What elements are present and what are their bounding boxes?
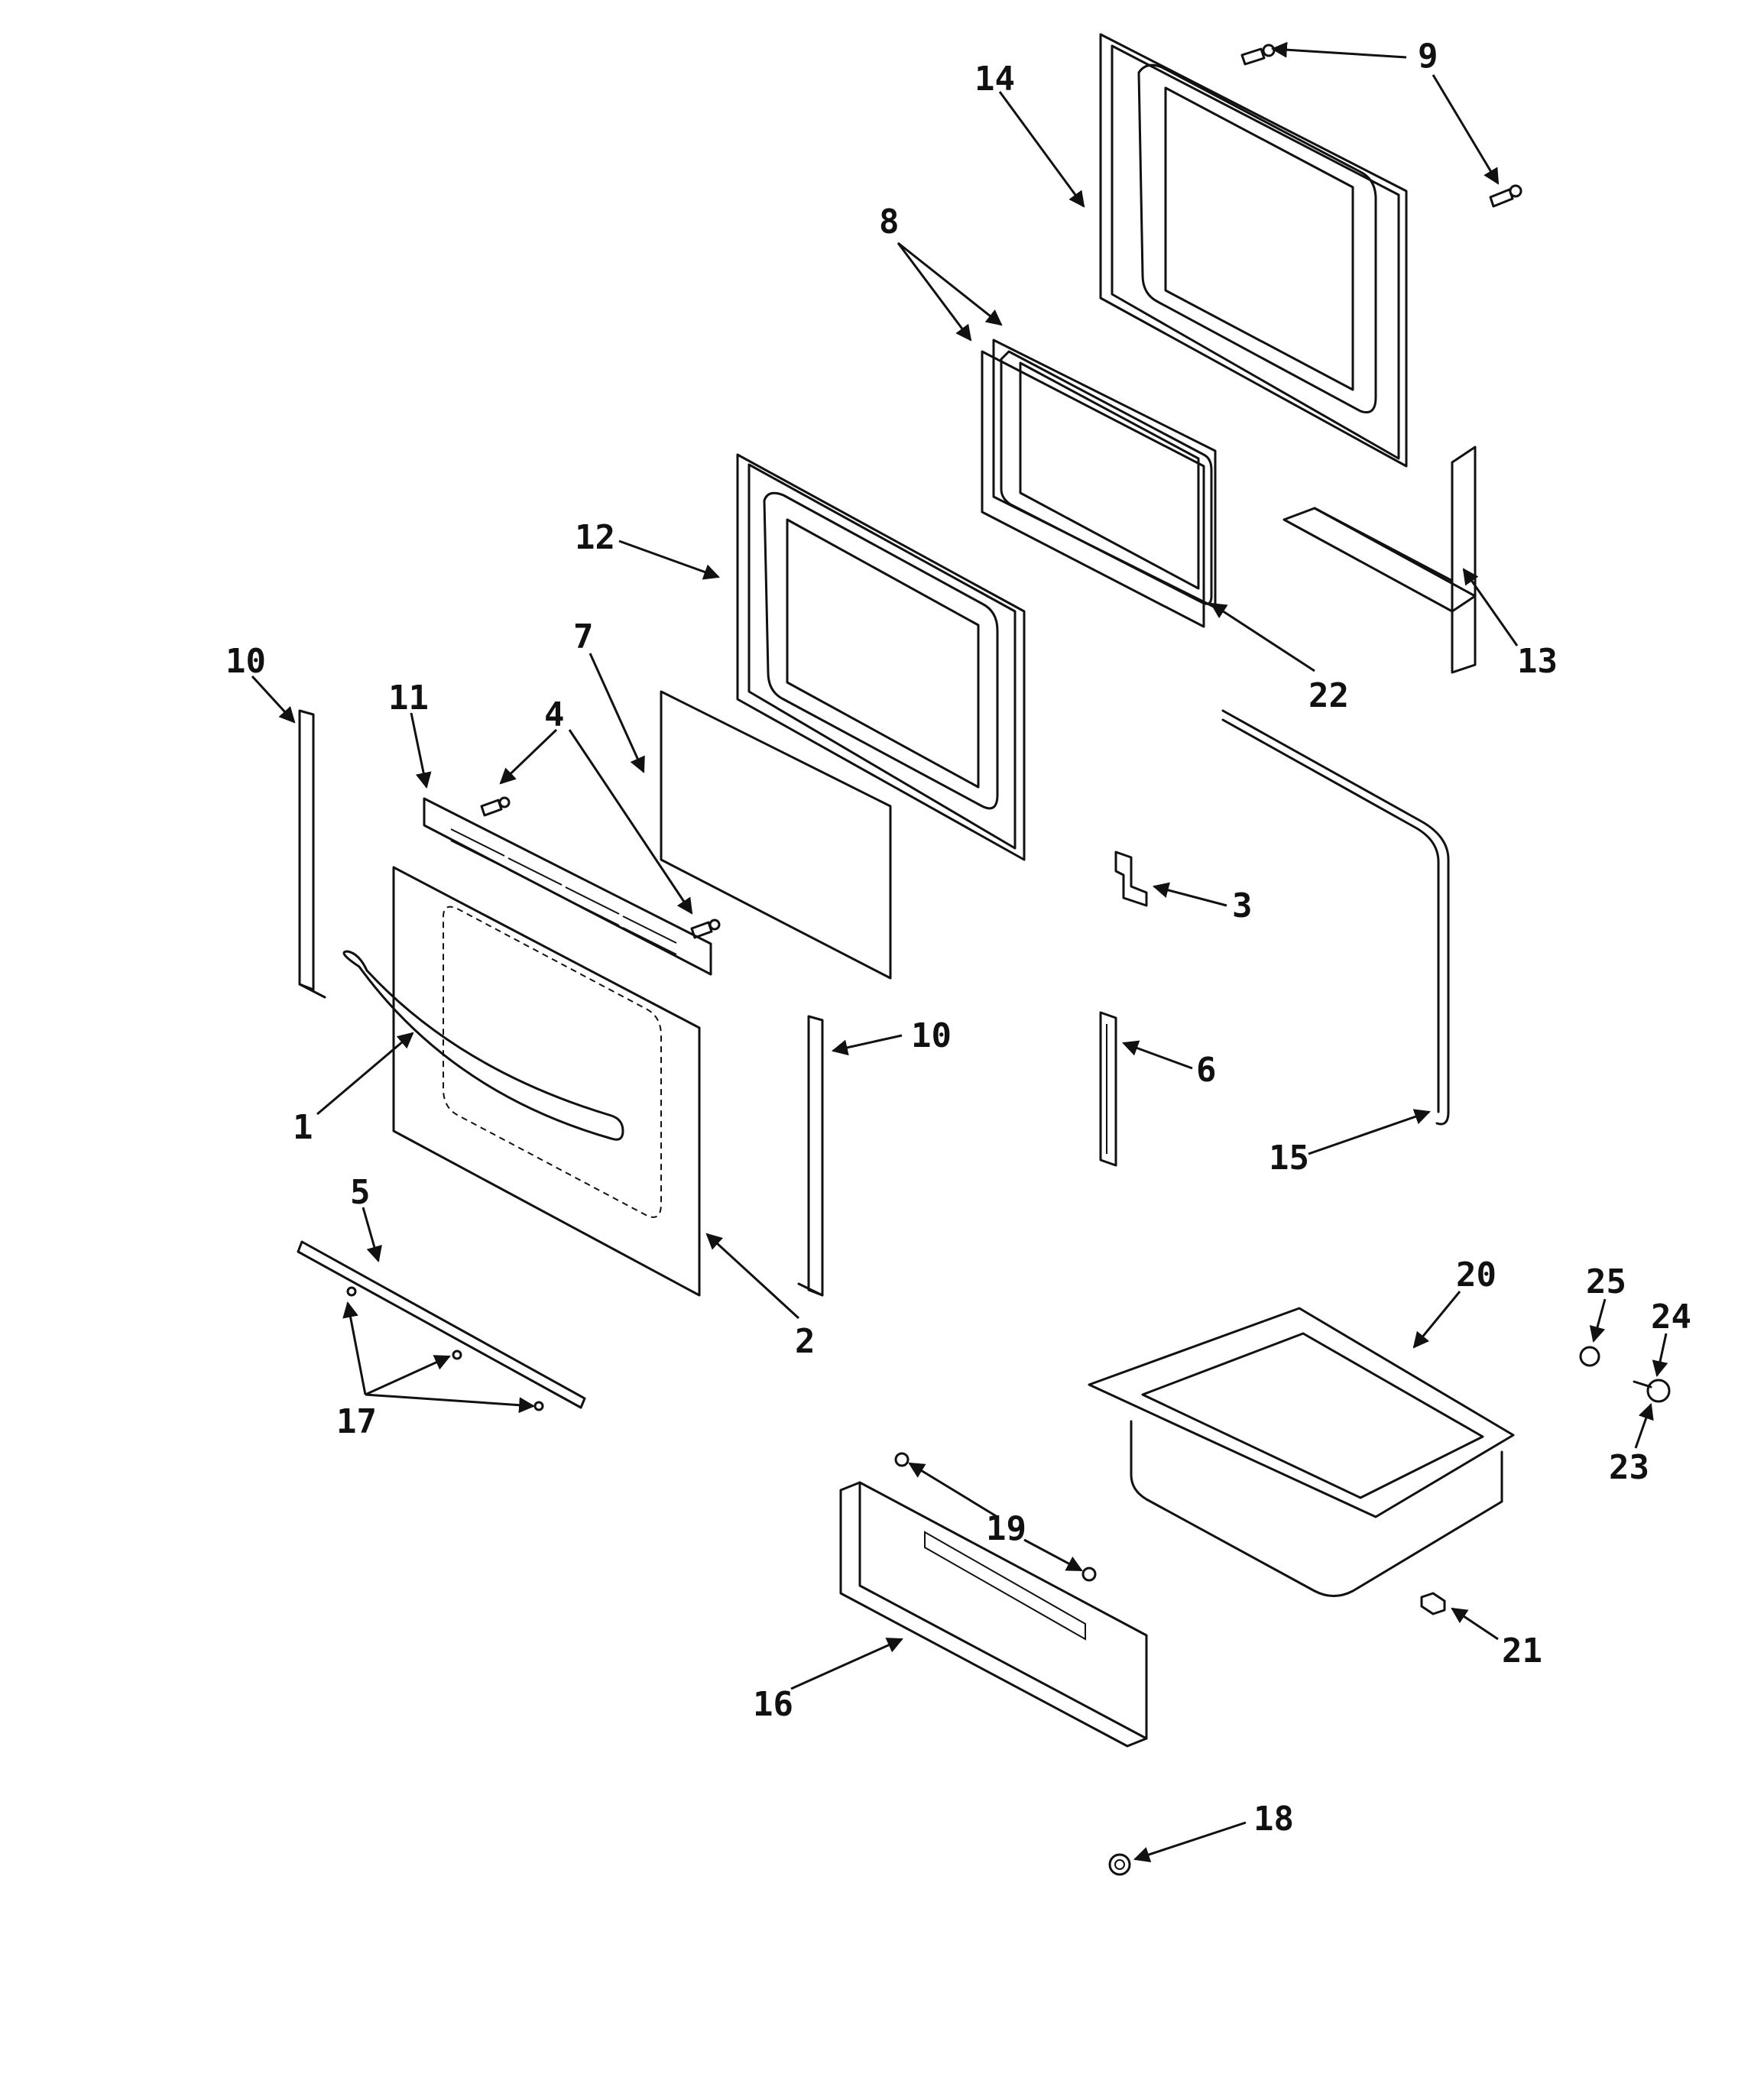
part-9-screw-top xyxy=(1240,44,1276,66)
label-18: 18 xyxy=(1253,1800,1294,1839)
label-8: 8 xyxy=(879,203,900,241)
label-11: 11 xyxy=(388,679,429,718)
part-11-vent-trim xyxy=(423,797,712,976)
part-10-side-trim-left xyxy=(298,709,326,999)
label-7: 7 xyxy=(573,617,594,656)
part-5-bottom-trim xyxy=(297,1240,586,1409)
label-10-left: 10 xyxy=(225,642,266,681)
part-1-door-handle xyxy=(342,950,624,1141)
callout-labels: 9 14 8 13 22 12 7 4 11 10 10 1 2 5 17 3 … xyxy=(225,37,1691,1839)
part-17-screws xyxy=(346,1286,544,1411)
part-12-inner-door-panel xyxy=(736,453,1026,861)
label-6: 6 xyxy=(1196,1051,1217,1090)
part-7-glass-panel xyxy=(660,690,892,980)
label-25: 25 xyxy=(1586,1262,1626,1301)
label-19: 19 xyxy=(986,1509,1026,1548)
part-9-screw-right xyxy=(1489,184,1522,208)
part-13-insulation-bracket xyxy=(1282,446,1477,674)
part-14-outer-door-panel xyxy=(1099,33,1408,468)
part-6-hinge-channel xyxy=(1099,1011,1117,1167)
part-2-door-outer-panel xyxy=(392,866,701,1297)
part-19-screw-right xyxy=(1081,1567,1097,1582)
part-18-leveling-leg xyxy=(1108,1853,1131,1876)
part-4-screw-upper xyxy=(480,796,511,817)
label-12: 12 xyxy=(575,518,615,557)
label-10-right: 10 xyxy=(911,1016,952,1055)
part-10-side-trim-right xyxy=(797,1015,824,1297)
part-20-drawer-pan xyxy=(1088,1307,1515,1597)
label-22: 22 xyxy=(1308,676,1349,715)
part-24-roller xyxy=(1646,1379,1671,1403)
label-9: 9 xyxy=(1418,37,1438,76)
label-5: 5 xyxy=(350,1173,371,1212)
part-4-screw-lower xyxy=(690,919,721,939)
label-24: 24 xyxy=(1651,1298,1691,1337)
label-16: 16 xyxy=(753,1685,793,1724)
part-16-drawer-front xyxy=(839,1481,1148,1748)
part-23-bolt xyxy=(1633,1380,1652,1388)
label-4: 4 xyxy=(544,695,565,734)
label-23: 23 xyxy=(1609,1448,1649,1487)
label-1: 1 xyxy=(293,1108,313,1147)
label-13: 13 xyxy=(1517,642,1558,681)
part-3-latch-clip xyxy=(1114,851,1148,907)
part-25-bumper xyxy=(1579,1346,1600,1367)
label-2: 2 xyxy=(795,1322,816,1361)
label-14: 14 xyxy=(974,60,1015,99)
part-19-screw-left xyxy=(894,1452,910,1467)
label-21: 21 xyxy=(1502,1631,1542,1670)
leader-lines xyxy=(251,41,1668,1863)
label-3: 3 xyxy=(1232,886,1253,925)
part-21-pad xyxy=(1420,1592,1446,1615)
part-22-window-gasket xyxy=(1000,350,1213,605)
part-15-door-gasket xyxy=(1221,709,1450,1126)
label-15: 15 xyxy=(1269,1139,1309,1178)
label-20: 20 xyxy=(1456,1256,1496,1294)
part-8-window-glass xyxy=(981,339,1217,628)
label-17: 17 xyxy=(336,1402,377,1441)
